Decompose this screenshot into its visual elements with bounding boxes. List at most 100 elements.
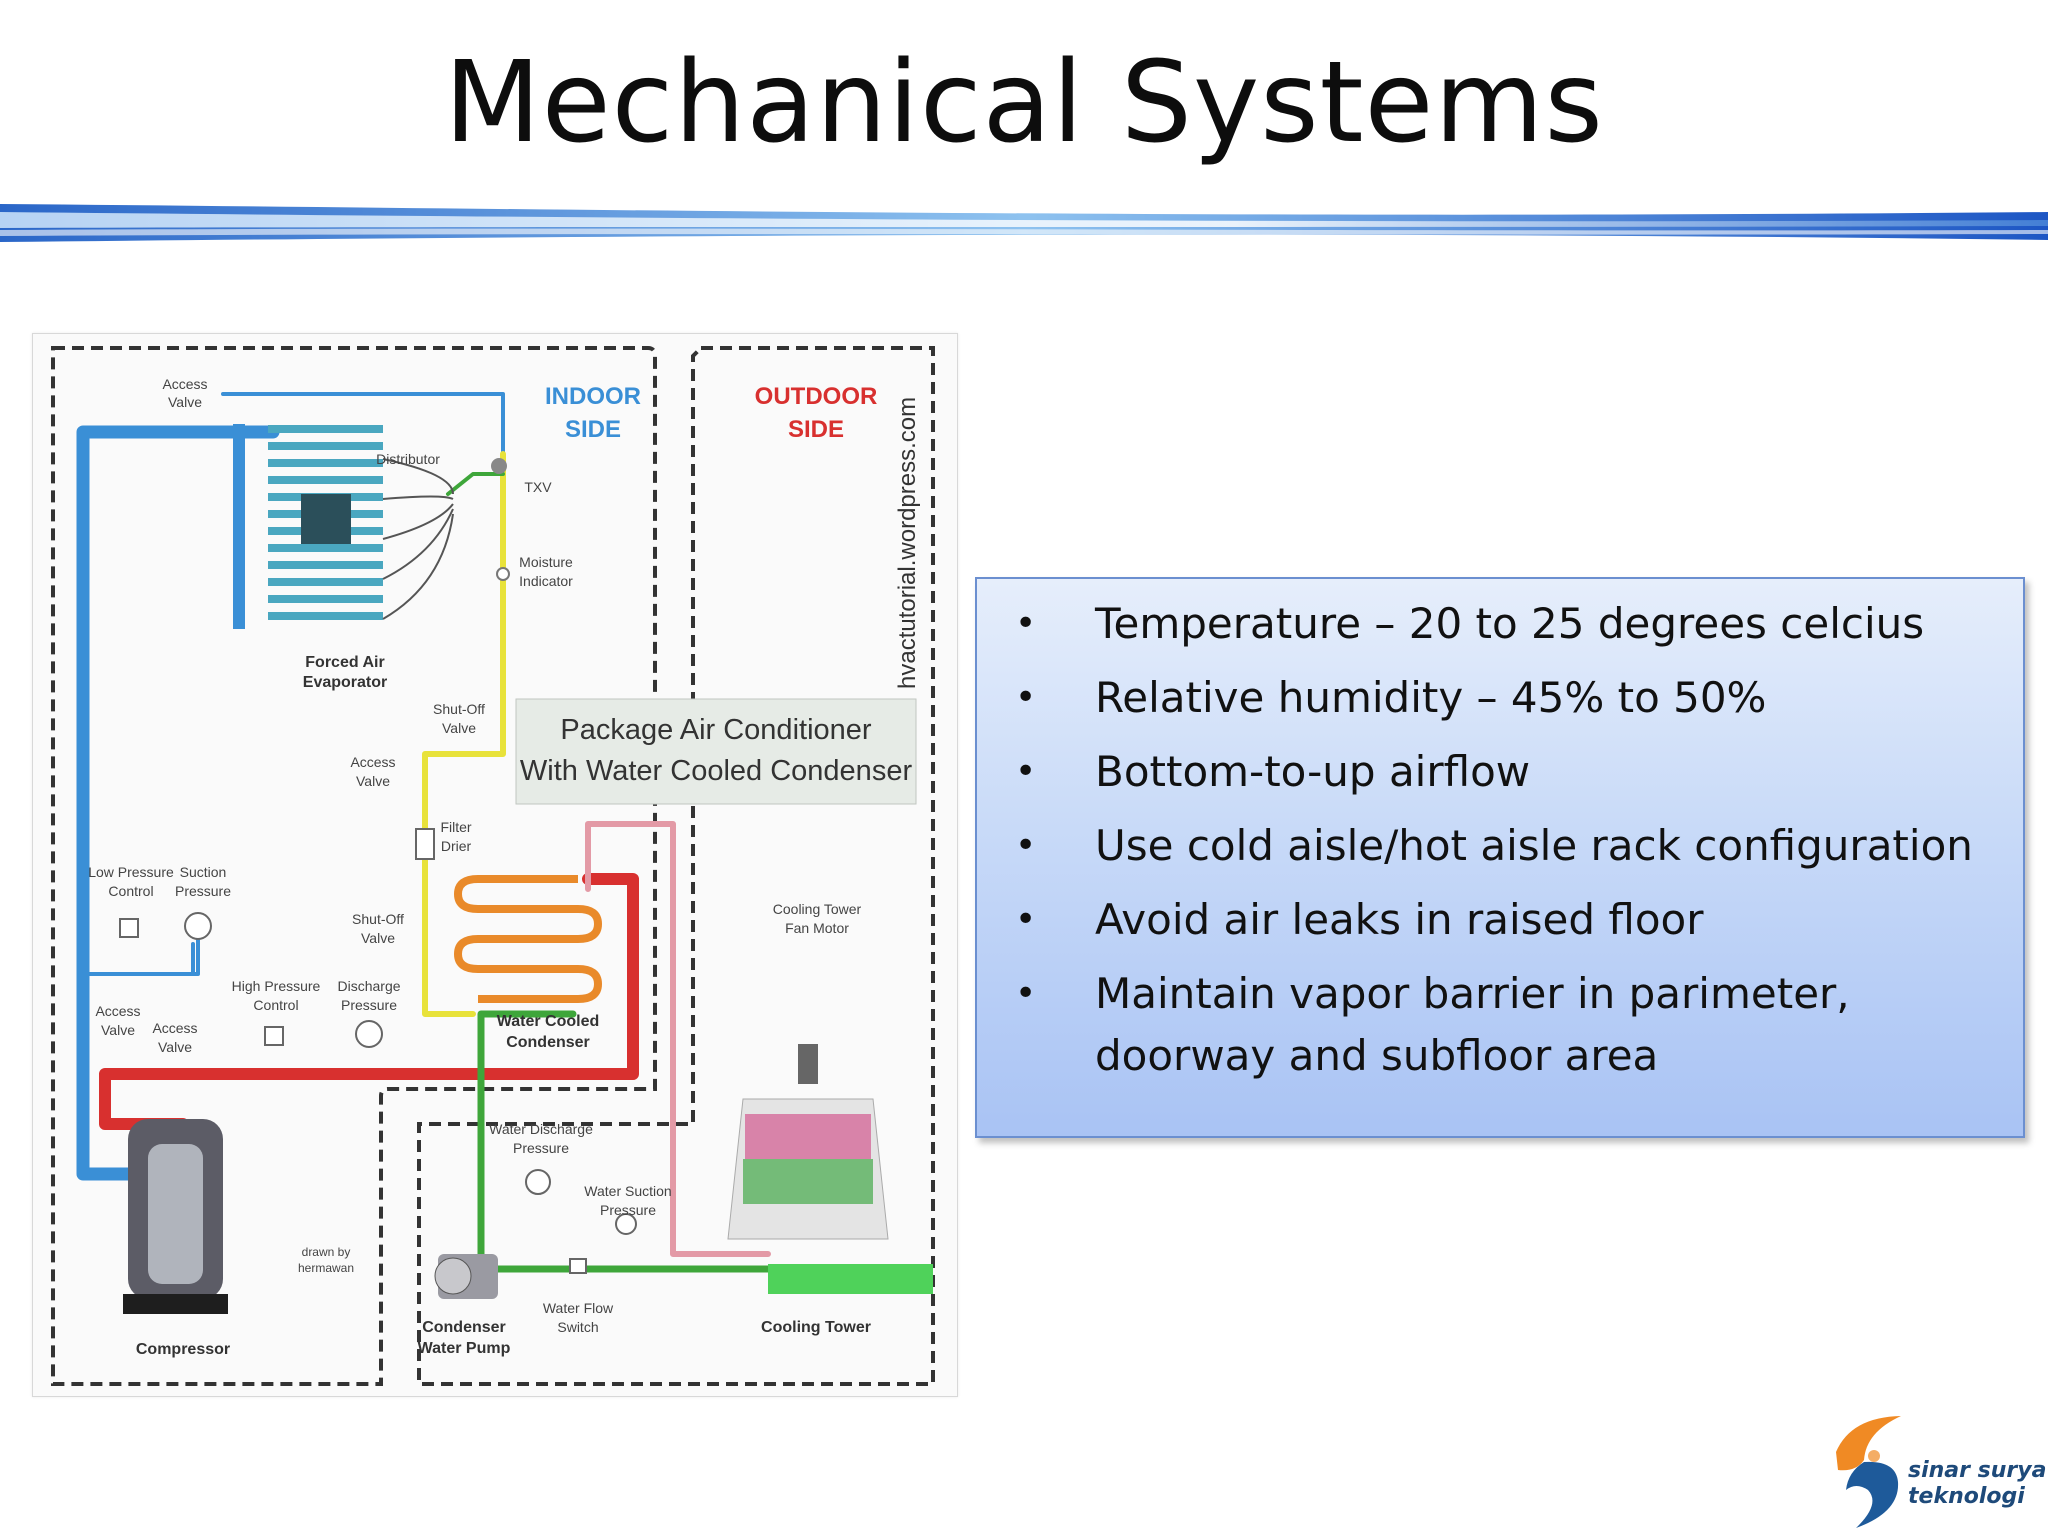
outdoor-label-line-2: SIDE (788, 416, 844, 443)
outdoor-label-line-1: OUTDOOR (755, 383, 878, 410)
bullet-item: • Bottom-to-up airflow (995, 741, 1993, 803)
compressor-icon (123, 1119, 228, 1314)
label-evaporator-1: Forced Air (305, 654, 384, 671)
bullet-dot-icon: • (1015, 603, 1037, 644)
txv-valve-icon (491, 458, 507, 474)
label-shutoff-valve-1a: Shut-Off (433, 701, 485, 717)
label-discharge-pressure-1: Discharge (337, 978, 400, 994)
label-moisture-indicator-2: Indicator (519, 573, 573, 589)
distributor-tubes (382, 458, 454, 620)
bullet-text: Bottom-to-up airflow (1095, 747, 1531, 796)
bullet-text: Temperature – 20 to 25 degrees celcius (1095, 599, 1925, 648)
label-access-valve-mid-1: Access (350, 754, 395, 770)
bullet-item: • Relative humidity – 45% to 50% (995, 667, 1993, 729)
pressure-gauges (119, 912, 637, 1274)
label-txv: TXV (524, 479, 552, 495)
label-access-valve-left2-2: Valve (158, 1039, 192, 1055)
label-distributor: Distributor (376, 451, 440, 467)
condenser-water-pump-icon (434, 1254, 498, 1299)
logo-swirl-orange-icon (1836, 1416, 1901, 1471)
gauge-branch (81, 932, 200, 976)
logo-text-line-2: teknologi (1908, 1484, 2025, 1509)
label-condenser-water-pump-2: Water Pump (418, 1340, 511, 1357)
bullet-dot-icon: • (1015, 899, 1037, 940)
label-compressor: Compressor (136, 1341, 230, 1358)
label-water-suction-pressure-2: Pressure (600, 1202, 656, 1218)
discharge-line (99, 873, 639, 1130)
bullet-dot-icon: • (1015, 751, 1037, 792)
liquid-line (422, 451, 506, 1017)
bullet-text: Maintain vapor barrier in parimeter, doo… (1095, 969, 1850, 1080)
region-borders (51, 346, 935, 1386)
label-water-cooled-condenser-1: Water Cooled (497, 1013, 600, 1030)
label-access-valve-top-1: Access (162, 376, 207, 392)
watermark: hvactutorial.wordpress.com (894, 397, 921, 689)
liquid-green-connector (446, 472, 505, 496)
label-shutoff-valve-1b: Valve (442, 720, 476, 736)
label-water-discharge-pressure-1: Water Discharge (489, 1121, 593, 1137)
slide-title: Mechanical Systems (444, 38, 1604, 168)
label-discharge-pressure-2: Pressure (341, 997, 397, 1013)
label-shutoff-valve-2b: Valve (361, 930, 395, 946)
label-access-valve-left2-1: Access (152, 1020, 197, 1036)
label-access-valve-left-2: Valve (101, 1022, 135, 1038)
label-high-pressure-control-2: Control (253, 997, 298, 1013)
sinar-surya-logo (1836, 1416, 1901, 1528)
label-access-valve-top-2: Valve (168, 394, 202, 410)
label-cooling-tower-fan-motor-2: Fan Motor (785, 920, 849, 936)
bullet-dot-icon: • (1015, 677, 1037, 718)
logo-text: sinar surya teknologi (1908, 1458, 2046, 1510)
label-cooling-tower: Cooling Tower (761, 1319, 871, 1336)
label-evaporator-2: Evaporator (303, 674, 387, 691)
cooling-tower-icon (727, 1044, 933, 1294)
filter-drier-icon (415, 828, 435, 860)
diagram-caption-box (515, 698, 917, 805)
label-filter-drier-1: Filter (440, 819, 471, 835)
label-water-flow-switch-1: Water Flow (543, 1300, 614, 1316)
title-divider-swoosh (0, 204, 2048, 242)
bullet-item: • Temperature – 20 to 25 degrees celcius (995, 593, 1993, 655)
return-water-line (585, 821, 771, 1257)
bullet-item: • Maintain vapor barrier in parimeter, do… (995, 963, 1993, 1087)
bullet-item: • Avoid air leaks in raised floor (995, 889, 1993, 951)
caption-line-2: With Water Cooled Condenser (520, 755, 913, 787)
label-drawn-by-2: hermawan (298, 1261, 354, 1275)
bullet-dot-icon: • (1015, 825, 1037, 866)
label-access-valve-left-1: Access (95, 1003, 140, 1019)
bullet-list-box: •Temperature – 20 to 25 degrees celcius … (975, 577, 2025, 1138)
caption-line-1: Package Air Conditioner (560, 714, 871, 746)
evaporator-coil (233, 424, 383, 629)
label-cooling-tower-fan-motor-1: Cooling Tower (773, 901, 862, 917)
suction-top-line (221, 392, 505, 456)
hvac-diagram: Package Air Conditioner With Water Coole… (32, 333, 958, 1397)
indoor-label-line-1: INDOOR (545, 383, 641, 410)
label-shutoff-valve-2a: Shut-Off (352, 911, 404, 927)
label-water-flow-switch-2: Switch (557, 1319, 598, 1335)
condenser-coil (453, 875, 603, 1003)
indoor-label-line-2: SIDE (565, 416, 621, 443)
bullet-list: •Temperature – 20 to 25 degrees celcius … (995, 593, 1993, 1087)
label-low-pressure-control-2: Control (108, 883, 153, 899)
label-moisture-indicator-1: Moisture (519, 554, 573, 570)
label-condenser-water-pump-1: Condenser (422, 1319, 506, 1336)
bullet-dot-icon: • (1015, 973, 1037, 1014)
logo-swirl-blue-icon (1846, 1461, 1899, 1528)
bullet-text: Avoid air leaks in raised floor (1095, 895, 1704, 944)
label-water-discharge-pressure-2: Pressure (513, 1140, 569, 1156)
label-suction-pressure-2: Pressure (175, 883, 231, 899)
logo-text-line-1: sinar surya (1908, 1458, 2047, 1483)
water-line (477, 1010, 772, 1273)
moisture-indicator-icon (496, 567, 510, 581)
bullet-item: • Use cold aisle/hot aisle rack configura… (995, 815, 1993, 877)
bullet-text: Relative humidity – 45% to 50% (1095, 673, 1767, 722)
suction-line (76, 425, 280, 1181)
label-drawn-by-1: drawn by (302, 1245, 351, 1259)
label-suction-pressure-1: Suction (180, 864, 227, 880)
label-high-pressure-control-1: High Pressure (232, 978, 321, 994)
label-low-pressure-control-1: Low Pressure (88, 864, 174, 880)
label-water-suction-pressure-1: Water Suction (584, 1183, 671, 1199)
label-filter-drier-2: Drier (441, 838, 472, 854)
bullet-text: Use cold aisle/hot aisle rack configurat… (1095, 821, 1973, 870)
label-water-cooled-condenser-2: Condenser (506, 1034, 590, 1051)
label-access-valve-mid-2: Valve (356, 773, 390, 789)
